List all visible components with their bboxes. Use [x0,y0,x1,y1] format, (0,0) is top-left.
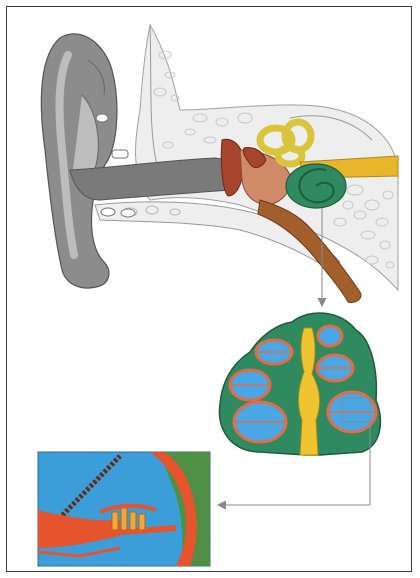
cochlea [286,164,346,208]
organ-of-corti-closeup [38,452,210,566]
